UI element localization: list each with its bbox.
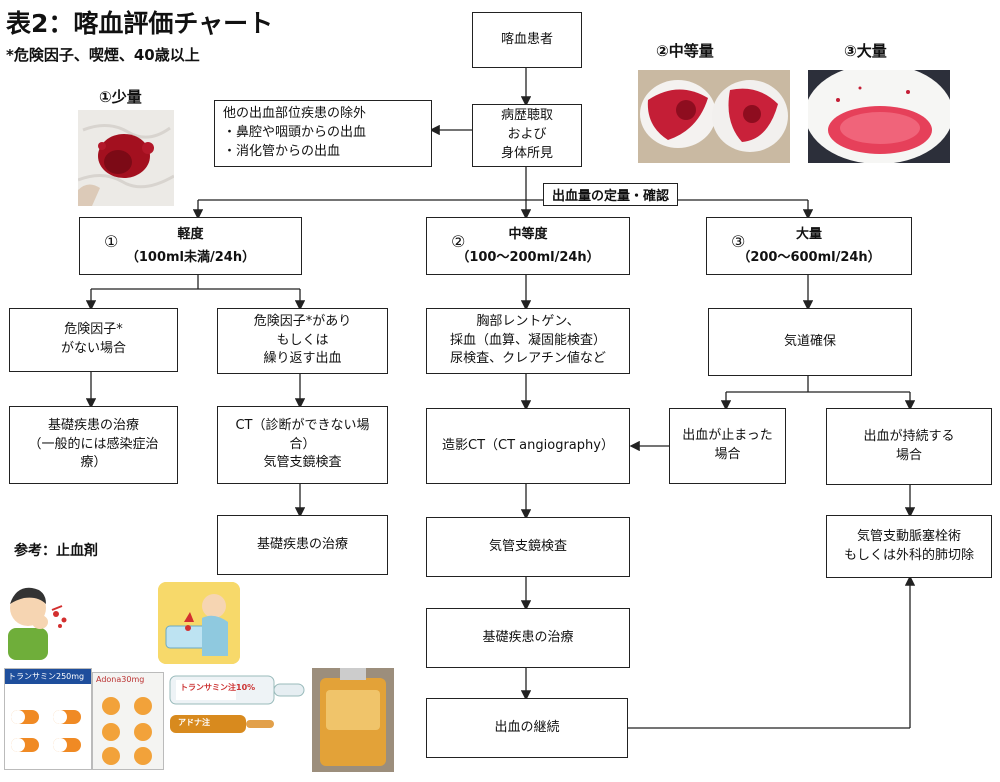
transamin-injection-ampoule: トランサミン注10% bbox=[168, 670, 308, 710]
small-bleeding-photo bbox=[78, 110, 174, 206]
underlying-treatment-general-box: 基礎疾患の治療 （一般的には感染症治 療） bbox=[9, 406, 178, 484]
moderate-bleeding-photo bbox=[638, 70, 790, 163]
contrast-ct-box: 造影CT（CT angiography） bbox=[426, 408, 630, 484]
severity-massive-amount: （200～600ml/24h） bbox=[737, 250, 881, 265]
page-title: 表2：喀血評価チャート bbox=[6, 9, 274, 38]
severity-mild-amount: （100ml未満/24h） bbox=[125, 250, 256, 265]
severity-massive-box: ③ 大量 （200～600ml/24h） bbox=[706, 217, 912, 275]
exclusion-box: 他の出血部位疾患の除外 ・鼻腔や咽頭からの出血 ・消化管からの出血 bbox=[214, 100, 432, 167]
photo-label-large: ③大量 bbox=[844, 42, 887, 60]
lab-tests-box: 胸部レントゲン、 採血（血算、凝固能検査） 尿検査、クレアチン値など bbox=[426, 308, 630, 374]
severity-massive-title: 大量 bbox=[795, 227, 822, 242]
coughing-person-illustration bbox=[2, 584, 74, 660]
airway-box: 気道確保 bbox=[708, 308, 912, 376]
washbasin-illustration bbox=[158, 582, 240, 664]
severity-moderate-number: ② bbox=[451, 232, 466, 251]
adona-tablet-pack: Adona30mg bbox=[92, 672, 164, 770]
bronchoscopy-box: 気管支鏡検査 bbox=[426, 517, 630, 577]
large-bleeding-photo bbox=[808, 70, 950, 163]
iv-bag-photo bbox=[312, 668, 394, 772]
photo-label-small: ①少量 bbox=[99, 88, 142, 106]
risk-factor-note: *危険因子、喫煙、40歳以上 bbox=[6, 46, 200, 64]
bleeding-persistent-box: 出血が持続する 場合 bbox=[826, 408, 992, 485]
transamin-injection-label: トランサミン注10% bbox=[180, 683, 256, 692]
photo-label-moderate: ②中等量 bbox=[656, 42, 714, 60]
severity-moderate-box: ② 中等度 （100～200ml/24h） bbox=[426, 217, 630, 275]
adona-ampoule-label: アドナ注 bbox=[178, 718, 210, 727]
severity-massive-number: ③ bbox=[731, 232, 746, 251]
bleeding-stopped-box: 出血が止まった 場合 bbox=[669, 408, 786, 484]
history-exam-box: 病歴聴取 および 身体所見 bbox=[472, 104, 582, 167]
risk-factor-box: 危険因子*があり もしくは 繰り返す出血 bbox=[217, 308, 388, 374]
transamin-tablet-pack: トランサミン250mg bbox=[4, 668, 92, 770]
underlying-treatment-left-box: 基礎疾患の治療 bbox=[217, 515, 388, 575]
severity-mild-title: 軽度 bbox=[177, 227, 204, 242]
quantification-label: 出血量の定量・確認 bbox=[543, 183, 679, 206]
severity-mild-number: ① bbox=[104, 232, 119, 251]
severity-moderate-title: 中等度 bbox=[508, 227, 548, 242]
severity-moderate-amount: （100～200ml/24h） bbox=[456, 250, 600, 265]
continued-bleeding-box: 出血の継続 bbox=[426, 698, 628, 758]
severity-mild-box: ① 軽度 （100ml未満/24h） bbox=[79, 217, 302, 275]
ct-bronchoscopy-box: CT（診断ができない場 合） 気管支鏡検査 bbox=[217, 406, 388, 484]
embolization-surgery-box: 気管支動脈塞栓術 もしくは外科的肺切除 bbox=[826, 515, 992, 578]
transamin-tablet-label: トランサミン250mg bbox=[5, 669, 91, 684]
no-risk-factor-box: 危険因子* がない場合 bbox=[9, 308, 178, 372]
hemostatic-reference-label: 参考：止血剤 bbox=[14, 543, 98, 559]
adona-tablet-label: Adona30mg bbox=[96, 675, 145, 684]
underlying-treatment-mid-box: 基礎疾患の治療 bbox=[426, 608, 630, 668]
adona-ampoule: アドナ注 bbox=[168, 712, 276, 736]
hemoptysis-patient-box: 喀血患者 bbox=[472, 12, 582, 68]
